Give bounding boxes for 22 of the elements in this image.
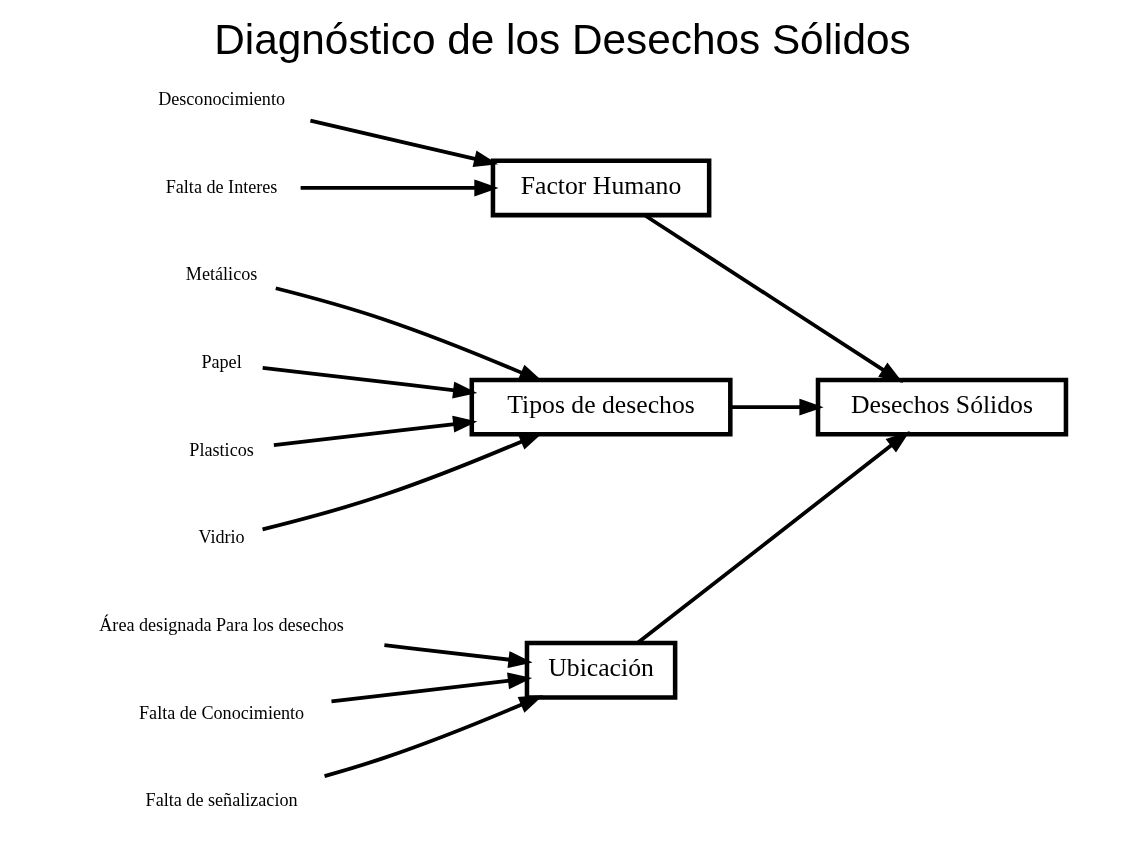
arrow: [730, 398, 824, 416]
node-text: Plasticos: [189, 439, 254, 460]
node-text: Metálicos: [185, 264, 258, 285]
node-box: Factor Humano: [490, 158, 712, 218]
arrow: [262, 366, 478, 399]
node-box: Tipos de desechos: [469, 377, 733, 437]
arrow: [384, 643, 533, 668]
arrow: [273, 415, 478, 447]
arrow: [331, 672, 533, 704]
node-box: Ubicación: [524, 640, 678, 700]
node-text: Desconocimiento: [158, 88, 285, 109]
node-text: Falta de Conocimiento: [139, 702, 305, 723]
node-box: Desechos Sólidos: [815, 377, 1069, 437]
node-text: Papel: [201, 351, 242, 372]
arrow: [300, 179, 499, 197]
arrow: [324, 695, 544, 778]
node-text: Falta de Interes: [165, 176, 278, 197]
node-text: Área designada Para los desechos: [99, 615, 344, 636]
diagram-title: Diagnóstico de los Desechos Sólidos: [214, 15, 911, 63]
node-text: Vidrio: [198, 527, 245, 548]
arrow: [309, 118, 499, 168]
node-text: Falta de señalizacion: [145, 790, 298, 811]
